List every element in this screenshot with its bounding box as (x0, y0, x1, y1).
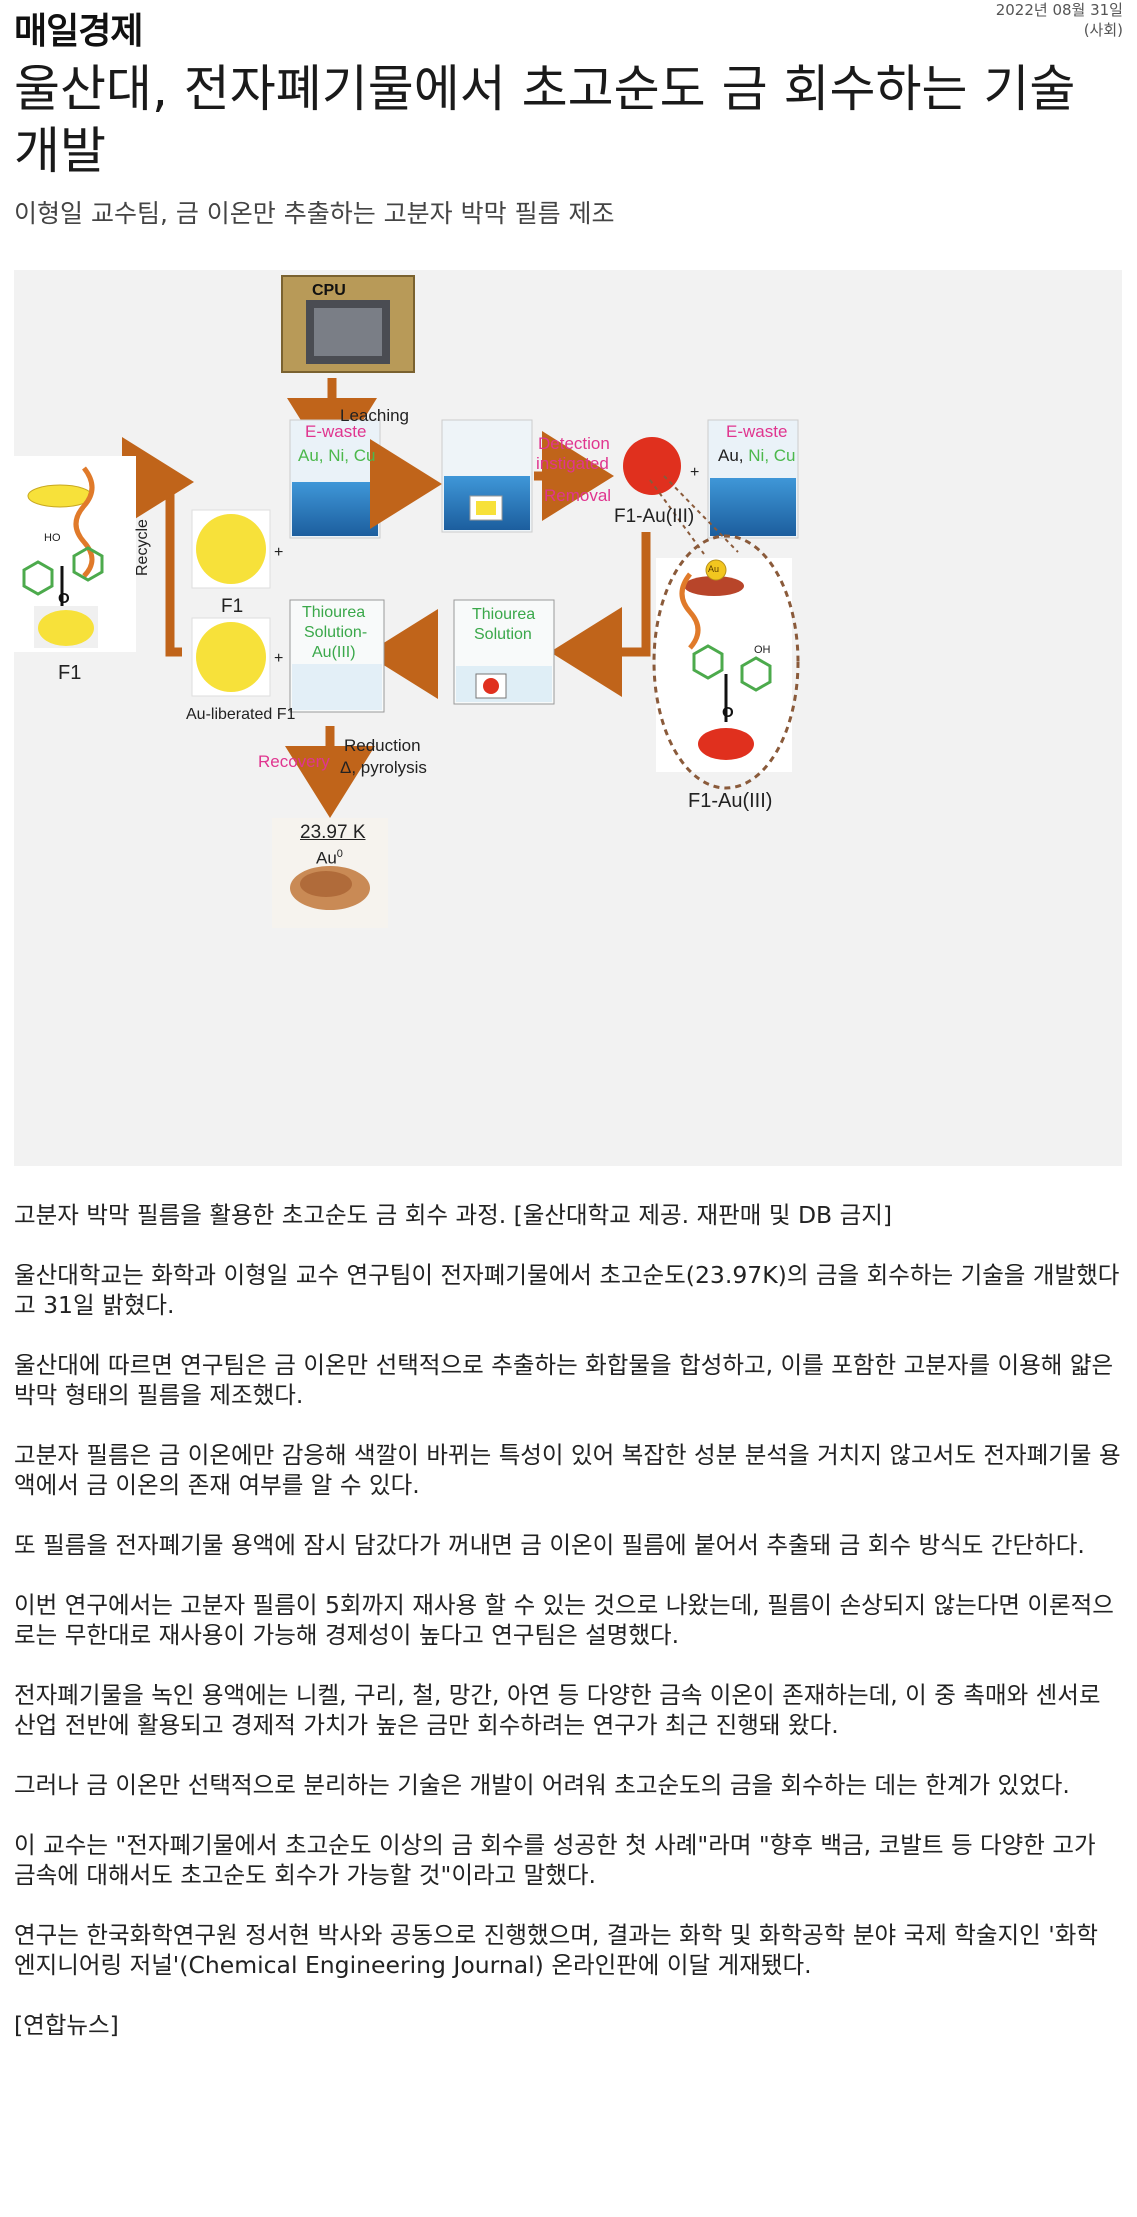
instigated-label: instigated (536, 454, 609, 473)
metals-label-after: Au, Ni, Cu (718, 446, 796, 466)
paragraph: 또 필름을 전자폐기물 용액에 잠시 담갔다가 꺼내면 금 이온이 필름에 붙어… (14, 1531, 1085, 1559)
article-source: [연합뉴스] (14, 2011, 119, 2039)
plus-sign: + (274, 650, 284, 667)
purity-label: 23.97 K (300, 822, 366, 843)
paragraph: 이번 연구에서는 고분자 필름이 5회까지 재사용 할 수 있는 것으로 나왔는… (14, 1591, 1114, 1649)
section: (사회) (1083, 21, 1123, 39)
reduction-label: Reduction (344, 736, 421, 755)
f1-au-structure-inset (652, 534, 800, 790)
au-liberated-film (191, 617, 271, 697)
thiourea-beaker (453, 599, 555, 705)
oh-label: OH (754, 644, 771, 656)
recycle-label: Recycle (134, 519, 151, 576)
oxygen-label-inset: O (722, 704, 734, 721)
zoom-line (663, 475, 739, 553)
removal-label: Removal (544, 486, 612, 505)
ewaste-beaker (289, 419, 381, 539)
gold-powder (272, 818, 388, 928)
paragraph: 울산대에 따르면 연구팀은 금 이온만 선택적으로 추출하는 화합물을 합성하고… (14, 1351, 1114, 1409)
oxygen-label: O (58, 590, 70, 607)
thiourea-au-beaker (289, 599, 385, 713)
pyrolysis-label: Δ, pyrolysis (340, 758, 427, 777)
article-title: 울산대, 전자폐기물에서 초고순도 금 회수하는 기술 개발 (14, 60, 1076, 180)
metals-label: Au, Ni, Cu (298, 446, 376, 465)
metal-au: Au, (718, 446, 744, 465)
film-in-beaker (441, 419, 533, 533)
ewaste-beaker-after (707, 419, 799, 539)
ewaste-label-after: E-waste (726, 422, 788, 441)
thiourea-label-right: Thiourea (472, 606, 536, 623)
cpu-label: CPU (312, 282, 346, 299)
plus-sign: + (690, 464, 700, 481)
metal-cu: Cu (773, 446, 796, 465)
paragraph: 울산대학교는 화학과 이형일 교수 연구팀이 전자폐기물에서 초고순도(23.9… (14, 1261, 1120, 1319)
f1-film (191, 509, 271, 589)
cpu-image (281, 275, 415, 373)
f1-left-label: F1 (58, 662, 82, 684)
paragraph: 그러나 금 이온만 선택적으로 분리하는 기술은 개발이 어려워 초고순도의 금… (14, 1771, 1070, 1799)
metal-ni: Ni, (748, 446, 770, 465)
recovery-label: Recovery (258, 752, 330, 771)
paragraph: 연구는 한국화학연구원 정서현 박사와 공동으로 진행했으며, 결과는 화학 및… (14, 1921, 1098, 1979)
ho-label: HO (44, 532, 61, 544)
gold-recovery-figure: CPU Leaching E-waste Au, Ni, Cu + F1 Det… (14, 270, 1122, 1166)
recycle-arrow (122, 437, 194, 657)
f1-au-label: F1-Au(III) (614, 506, 695, 527)
liberated-label: Au-liberated F1 (186, 706, 296, 723)
au0-label: Au0 (316, 848, 343, 869)
paragraph: 고분자 필름은 금 이온에만 감응해 색깔이 바뀌는 특성이 있어 복잡한 성분… (14, 1441, 1121, 1499)
article-body: 고분자 박막 필름을 활용한 초고순도 금 회수 과정. [울산대학교 제공. … (14, 1200, 1122, 2070)
figure-drawing (14, 275, 800, 928)
paragraph: 이 교수는 "전자폐기물에서 초고순도 이상의 금 회수를 성공한 첫 사례"라… (14, 1831, 1096, 1889)
f1-au-inset-label: F1-Au(III) (688, 790, 773, 812)
date: 2022년 08월 31일 (995, 1, 1123, 19)
thiourea-label: Thiourea (302, 604, 366, 621)
au0-symbol: Au (316, 848, 337, 868)
ewaste-label: E-waste (305, 422, 367, 441)
solution-label: Solution- (304, 624, 368, 641)
detection-label: Detection (538, 434, 610, 453)
f1-structure (14, 456, 136, 652)
publication-logo: 매일경제 (14, 11, 143, 52)
au3-label: Au(III) (312, 644, 356, 661)
au-bead-label: Au (708, 564, 720, 574)
dateline: 2022년 08월 31일 (사회) (996, 0, 1123, 40)
figure-caption: 고분자 박막 필름을 활용한 초고순도 금 회수 과정. [울산대학교 제공. … (14, 1201, 893, 1229)
elution-arrow (550, 532, 651, 697)
plus-sign: + (274, 544, 284, 561)
leaching-label: Leaching (340, 406, 410, 425)
article-subtitle: 이형일 교수팀, 금 이온만 추출하는 고분자 박막 필름 제조 (14, 199, 615, 228)
paragraph: 전자폐기물을 녹인 용액에는 니켈, 구리, 철, 망간, 아연 등 다양한 금… (14, 1681, 1101, 1739)
f1-au-film (623, 437, 681, 495)
solution-label-right: Solution (474, 626, 532, 643)
f1-label: F1 (221, 596, 244, 617)
au0-oxidation: 0 (336, 848, 343, 860)
